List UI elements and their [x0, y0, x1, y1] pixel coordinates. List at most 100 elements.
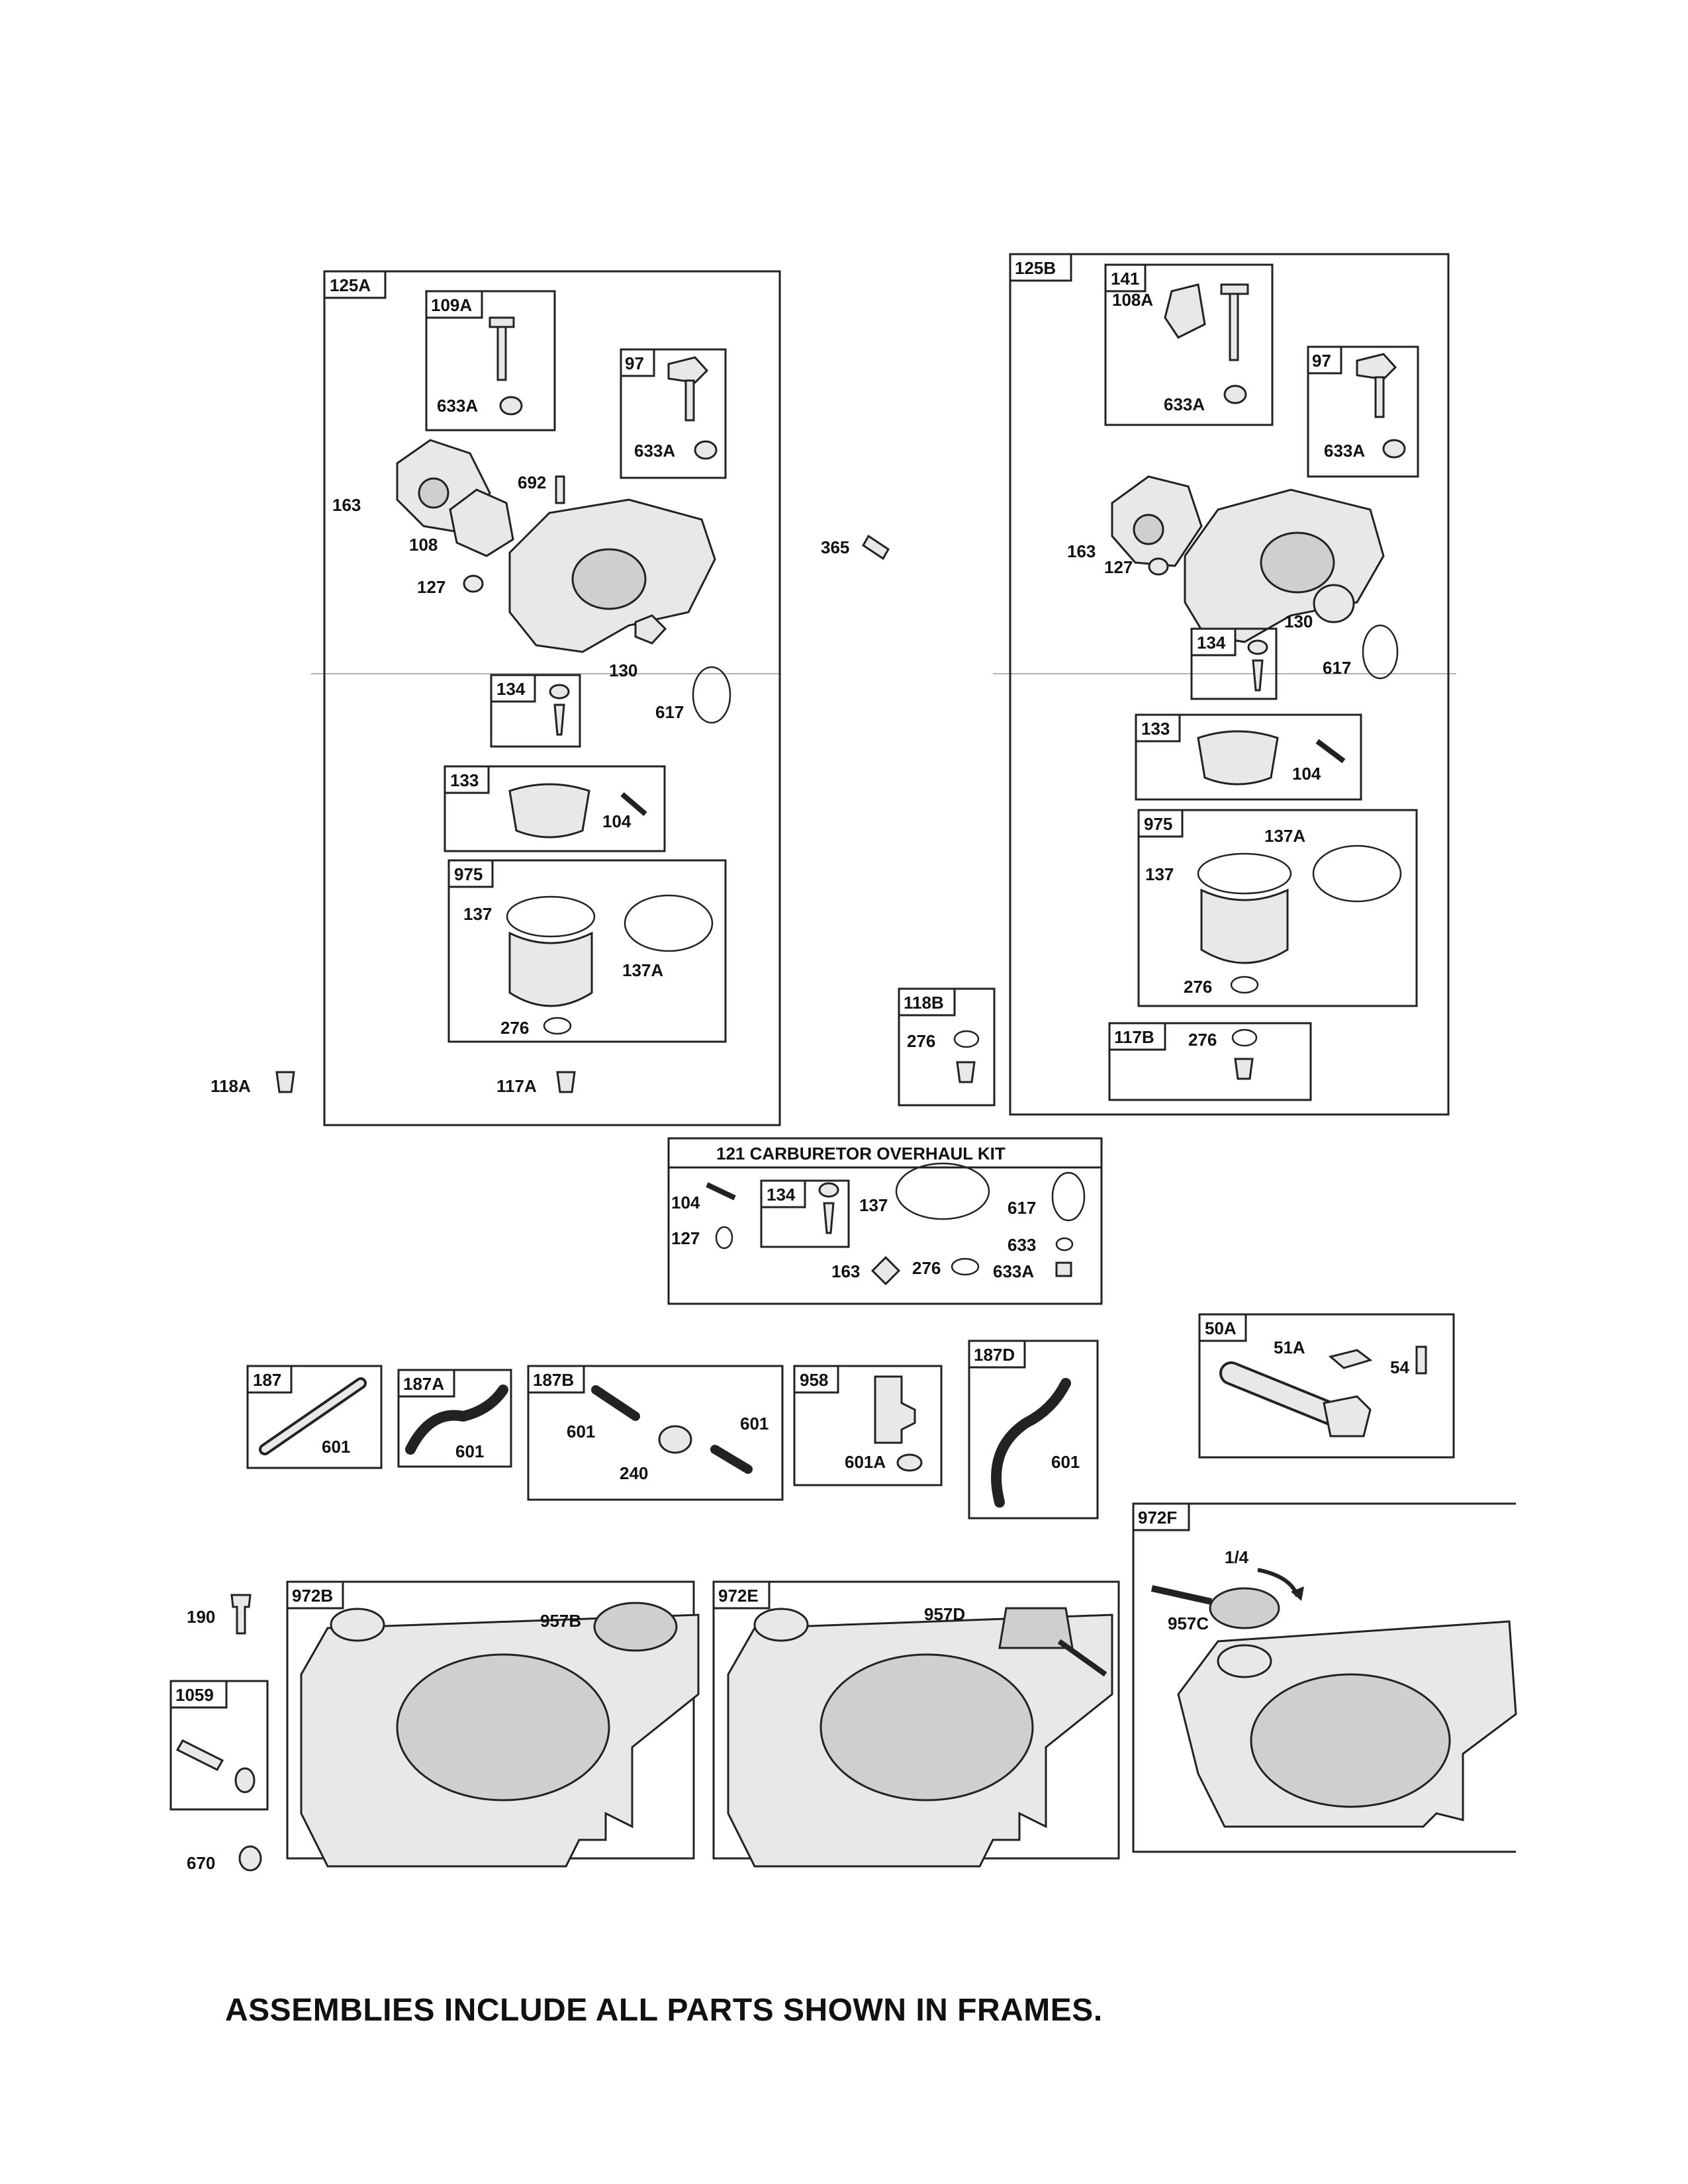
tag-box	[425, 290, 483, 319]
pin-icon	[620, 792, 647, 817]
washer-icon	[234, 1767, 256, 1794]
tag-box	[527, 1365, 585, 1394]
fuel-hose-icon	[991, 1378, 1071, 1508]
seal-icon	[1382, 439, 1406, 459]
label-130: 130	[609, 660, 637, 680]
frame-133-border	[1135, 713, 1362, 801]
label-601: 601	[567, 1422, 595, 1441]
frame-141-border	[1104, 263, 1274, 426]
label-130: 130	[1284, 612, 1313, 631]
label-163: 163	[332, 495, 361, 515]
frame-97-border	[1307, 345, 1419, 478]
label-670: 670	[187, 1853, 215, 1873]
tag-box	[444, 765, 490, 794]
tag-117B: 117B	[1114, 1027, 1154, 1047]
assembly-1059: 1059	[169, 1680, 269, 1811]
tag-box	[1108, 1022, 1166, 1051]
tag-50A: 50A	[1205, 1318, 1237, 1338]
arrow-head-icon	[1291, 1586, 1304, 1601]
washer-icon	[543, 1017, 572, 1035]
ring-icon	[692, 666, 731, 724]
tag-box	[490, 674, 536, 703]
assembly-187D: 187D 601	[968, 1340, 1099, 1520]
label-601: 601	[1051, 1452, 1080, 1472]
label-633A: 633A	[634, 441, 675, 461]
label-692: 692	[518, 473, 546, 492]
breather-tube-icon	[1222, 1364, 1346, 1426]
shutoff-valve-icon	[874, 1375, 916, 1444]
tag-box	[793, 1365, 839, 1394]
frame-187B-border	[527, 1365, 784, 1501]
assembly-125B: 125B 141 108A 633A 97 633A 163 127 130 6…	[1009, 253, 1450, 1116]
frame-958-border	[793, 1365, 943, 1486]
needle-seat-icon	[818, 1182, 839, 1198]
carburetor-bore-icon	[1260, 531, 1335, 594]
shaft-icon	[1229, 293, 1239, 361]
tag-97: 97	[1312, 351, 1331, 371]
label-601: 601	[322, 1437, 350, 1457]
tag-972F: 972F	[1138, 1508, 1177, 1527]
label-957B: 957B	[540, 1611, 581, 1631]
label-633: 633	[1008, 1235, 1036, 1255]
label-1-4: 1/4	[1225, 1547, 1249, 1567]
bolt-icon	[1234, 1058, 1254, 1080]
washer-icon	[1230, 976, 1259, 994]
tag-972B: 972B	[292, 1586, 333, 1606]
tag-box	[1137, 809, 1184, 838]
frame-117B-border	[1108, 1022, 1312, 1101]
label-108A: 108A	[1112, 290, 1153, 310]
shaft-icon	[684, 379, 695, 422]
seal-icon	[1055, 1261, 1072, 1277]
tag-121: 121 CARBURETOR OVERHAUL KIT	[716, 1144, 1006, 1163]
bracket-icon	[1323, 1395, 1372, 1437]
tag-187A: 187A	[403, 1374, 444, 1394]
label-617: 617	[1008, 1198, 1036, 1218]
fuel-tank-ring-icon	[820, 1653, 1034, 1801]
float-icon	[508, 783, 590, 839]
fuel-hose-icon	[261, 1380, 364, 1453]
tag-box	[323, 270, 387, 299]
float-bowl-icon	[1200, 888, 1289, 964]
tag-box	[667, 1137, 1103, 1169]
bowl-ring-icon	[506, 895, 596, 938]
shaft-icon	[1374, 376, 1385, 418]
label-118A: 118A	[211, 1076, 251, 1096]
tag-975: 975	[1144, 814, 1172, 834]
fuel-hose-icon	[405, 1385, 508, 1455]
label-601A: 601A	[845, 1452, 886, 1472]
tag-975: 975	[454, 864, 483, 884]
fuel-cap-icon	[593, 1602, 678, 1652]
gasket-ring-icon	[1312, 844, 1402, 903]
o-ring-icon	[463, 574, 484, 593]
label-276: 276	[500, 1018, 529, 1038]
shaft-head-icon	[1220, 283, 1249, 295]
gasket-hole-icon	[418, 477, 449, 509]
fuel-cap-icon	[1209, 1587, 1280, 1629]
seal-icon	[499, 396, 523, 416]
tag-187B: 187B	[533, 1370, 574, 1390]
pin-icon	[1315, 739, 1346, 764]
assembly-187: 187 601	[246, 1365, 383, 1469]
ring-icon	[1362, 624, 1399, 680]
label-957D: 957D	[924, 1604, 965, 1624]
washer-icon	[1231, 1028, 1258, 1047]
label-601: 601	[740, 1414, 769, 1433]
o-ring-icon	[715, 1226, 733, 1250]
tag-125A: 125A	[330, 275, 371, 295]
label-104: 104	[671, 1193, 700, 1212]
tag-box	[1190, 627, 1237, 657]
frame-972F-border	[1132, 1502, 1516, 1853]
assembly-121-kit: 121 CARBURETOR OVERHAUL KIT 104 127 134 …	[667, 1137, 1103, 1305]
assembly-187B: 187B 601 240 601	[527, 1365, 784, 1501]
bushing-670-icon	[238, 1845, 262, 1872]
assembly-118B: 118B 276	[898, 987, 996, 1107]
tag-box	[447, 859, 494, 888]
label-127: 127	[417, 577, 445, 597]
frame-97-border	[620, 348, 727, 479]
filler-neck-icon	[330, 1608, 385, 1642]
float-icon	[1197, 730, 1279, 786]
needle-icon	[823, 1202, 835, 1234]
label-51A: 51A	[1274, 1338, 1305, 1357]
tag-125B: 125B	[1015, 258, 1056, 278]
label-957C: 957C	[1168, 1614, 1209, 1633]
